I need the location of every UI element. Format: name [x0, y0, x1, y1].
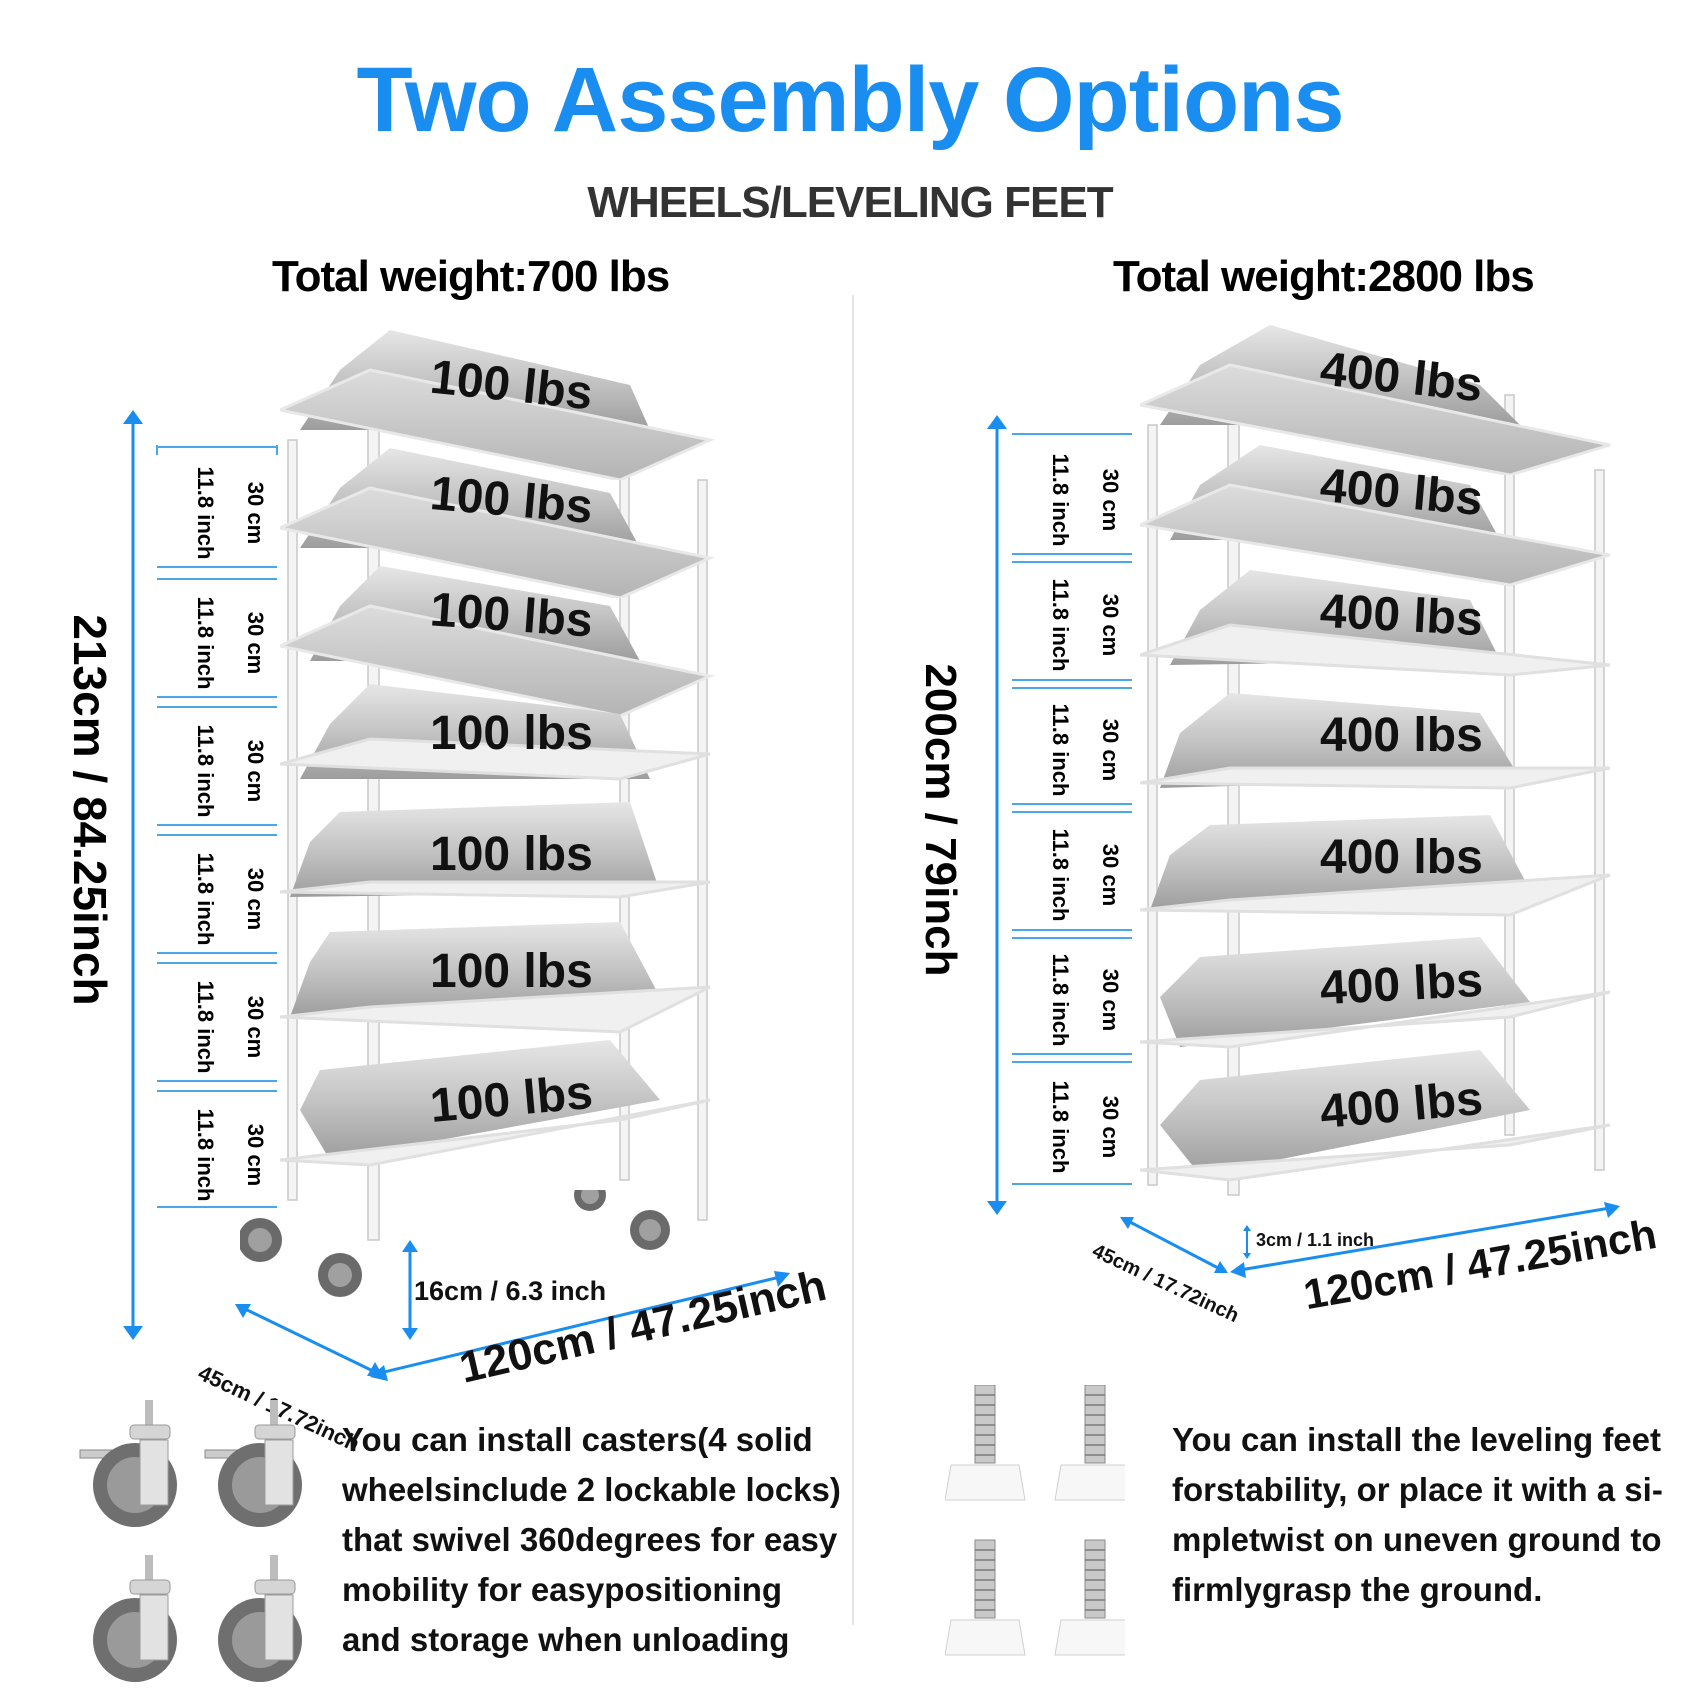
left-spacing-inch: 11.8 inch [193, 596, 218, 690]
left-total-height-label: 213cm / 84.25inch [64, 614, 116, 1006]
left-spacing-cm: 30 cm [243, 1123, 268, 1187]
left-width-arrow-icon [370, 1271, 790, 1381]
right-spacing-cm: 30 cm [1098, 1095, 1123, 1159]
shelf-load-label: 100 lbs [430, 828, 593, 881]
right-width-arrow-icon [1230, 1202, 1620, 1278]
right-spacing-cm: 30 cm [1098, 593, 1123, 657]
right-spacing-inch: 11.8 inch [1048, 953, 1073, 1047]
left-description: You can install casters(4 solid wheelsin… [342, 1421, 841, 1658]
left-total-weight: Total weight:700 lbs [272, 252, 670, 301]
wheel-height-arrow-icon [402, 1240, 418, 1340]
left-height-arrow-icon [123, 410, 143, 1340]
foot-height-label: 3cm / 1.1 inch [1256, 1230, 1375, 1250]
right-depth-arrow-icon [1120, 1217, 1228, 1273]
right-spacing-inch: 11.8 inch [1048, 1080, 1073, 1174]
page-title: Two Assembly Options [356, 49, 1344, 151]
right-spacing-inch: 11.8 inch [1048, 828, 1073, 922]
left-spacing-inch: 11.8 inch [193, 1108, 218, 1202]
left-spacing-inch: 11.8 inch [193, 466, 218, 560]
shelf-load-label: 100 lbs [430, 945, 593, 998]
right-shelf: 400 lbs [1139, 1050, 1640, 1205]
left-spacing-inch: 11.8 inch [193, 852, 218, 946]
right-spacing-inch: 11.8 inch [1048, 578, 1073, 672]
left-shelf: 100 lbs [275, 448, 750, 603]
shelf-load-label: 400 lbs [1318, 584, 1485, 647]
right-shelf: 400 lbs [1139, 570, 1640, 725]
right-shelf: 400 lbs [1134, 445, 1640, 600]
caster-wheel-icon [79, 1400, 302, 1682]
shelf-load-label: 400 lbs [1318, 953, 1485, 1016]
right-shelving-unit: 400 lbs 400 lbs 400 lbs 400 lbs 400 lbs … [1134, 325, 1640, 1225]
right-spacing-cm: 30 cm [1098, 843, 1123, 907]
left-shelf: 100 lbs [275, 566, 750, 721]
center-divider [852, 295, 854, 1625]
left-spacing-cm: 30 cm [243, 995, 268, 1059]
right-spacing-cm: 30 cm [1098, 468, 1123, 532]
right-shelf: 400 lbs [1135, 325, 1640, 480]
left-depth-arrow-icon [235, 1304, 383, 1376]
left-spacing-cm: 30 cm [243, 611, 268, 675]
left-spacing-inch: 11.8 inch [193, 980, 218, 1074]
left-spacing-cm: 30 cm [243, 739, 268, 803]
right-shelf: 400 lbs [1139, 693, 1640, 848]
left-shelf: 100 lbs [279, 922, 750, 1077]
page-subtitle: WHEELS/LEVELING FEET [587, 178, 1113, 227]
left-shelf: 100 lbs [279, 684, 750, 839]
left-spacing-inch: 11.8 inch [193, 724, 218, 818]
left-spacing-ruler: 30 cm 11.8 inch 30 cm 11.8 inch 30 cm 11… [155, 445, 280, 1210]
right-spacing-inch: 11.8 inch [1048, 703, 1073, 797]
leveling-foot-icon [945, 1385, 1125, 1656]
right-spacing-cm: 30 cm [1098, 718, 1123, 782]
right-spacing-cm: 30 cm [1098, 968, 1123, 1032]
left-shelving-unit: 100 lbs 100 lbs 100 lbs 100 lbs 100 lbs … [240, 330, 780, 1297]
right-shelf: 400 lbs [1139, 937, 1640, 1092]
right-height-arrow-icon [987, 415, 1007, 1215]
right-total-weight: Total weight:2800 lbs [1113, 252, 1535, 301]
shelf-load-label: 100 lbs [428, 583, 595, 648]
left-spacing-cm: 30 cm [243, 481, 268, 545]
right-shelf: 400 lbs [1139, 815, 1640, 970]
right-spacing-inch: 11.8 inch [1048, 453, 1073, 547]
foot-height-arrow-icon [1243, 1225, 1251, 1259]
left-shelf: 100 lbs [279, 1040, 750, 1195]
shelf-load-label: 100 lbs [430, 707, 593, 760]
shelf-load-label: 400 lbs [1320, 709, 1483, 762]
left-shelf: 100 lbs [279, 802, 750, 957]
right-description: You can install the leveling feet forsta… [1172, 1421, 1663, 1608]
shelf-load-label: 400 lbs [1320, 831, 1483, 884]
right-total-height-label: 200cm / 79inch [916, 663, 965, 977]
caster-wheels-icon [240, 1190, 670, 1297]
wheel-height-label: 16cm / 6.3 inch [414, 1276, 607, 1306]
left-spacing-cm: 30 cm [243, 867, 268, 931]
left-shelf: 100 lbs [275, 330, 750, 485]
right-spacing-ruler: 30 cm 11.8 inch 30 cm 11.8 inch 30 cm 11… [1010, 432, 1135, 1192]
